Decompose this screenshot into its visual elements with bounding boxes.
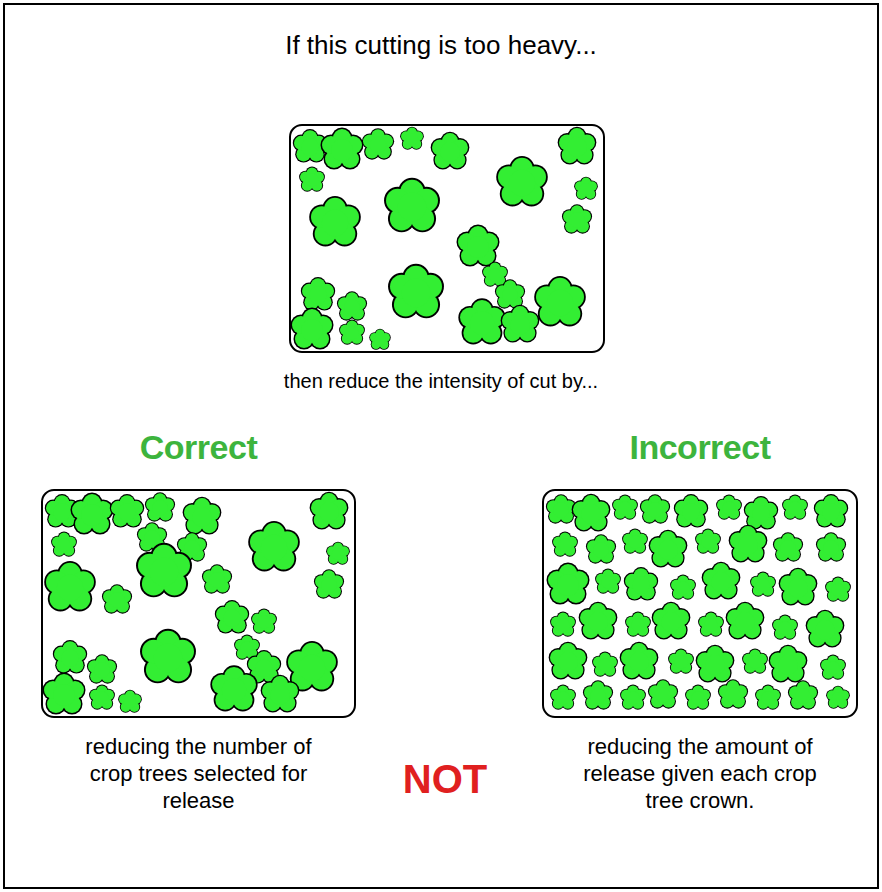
stand-light-release [543,490,857,717]
stand-fewer-crop-trees [42,490,355,717]
option-heading: Incorrect [543,428,857,467]
not-label: NOT [380,757,510,802]
stand-option: Incorrect reducing the amount of release … [543,428,857,820]
page-border [4,4,878,888]
stand-option: Correct reducing the number of crop trees… [42,428,355,820]
option-heading: Correct [42,428,355,467]
diagram-title: If this cutting is too heavy... [0,30,882,61]
option-caption: reducing the amount of release given eac… [569,733,831,814]
option-caption: reducing the number of crop trees select… [74,733,324,814]
instruction-text: then reduce the intensity of cut by... [0,370,882,393]
stand-heavy-cut [290,125,604,352]
